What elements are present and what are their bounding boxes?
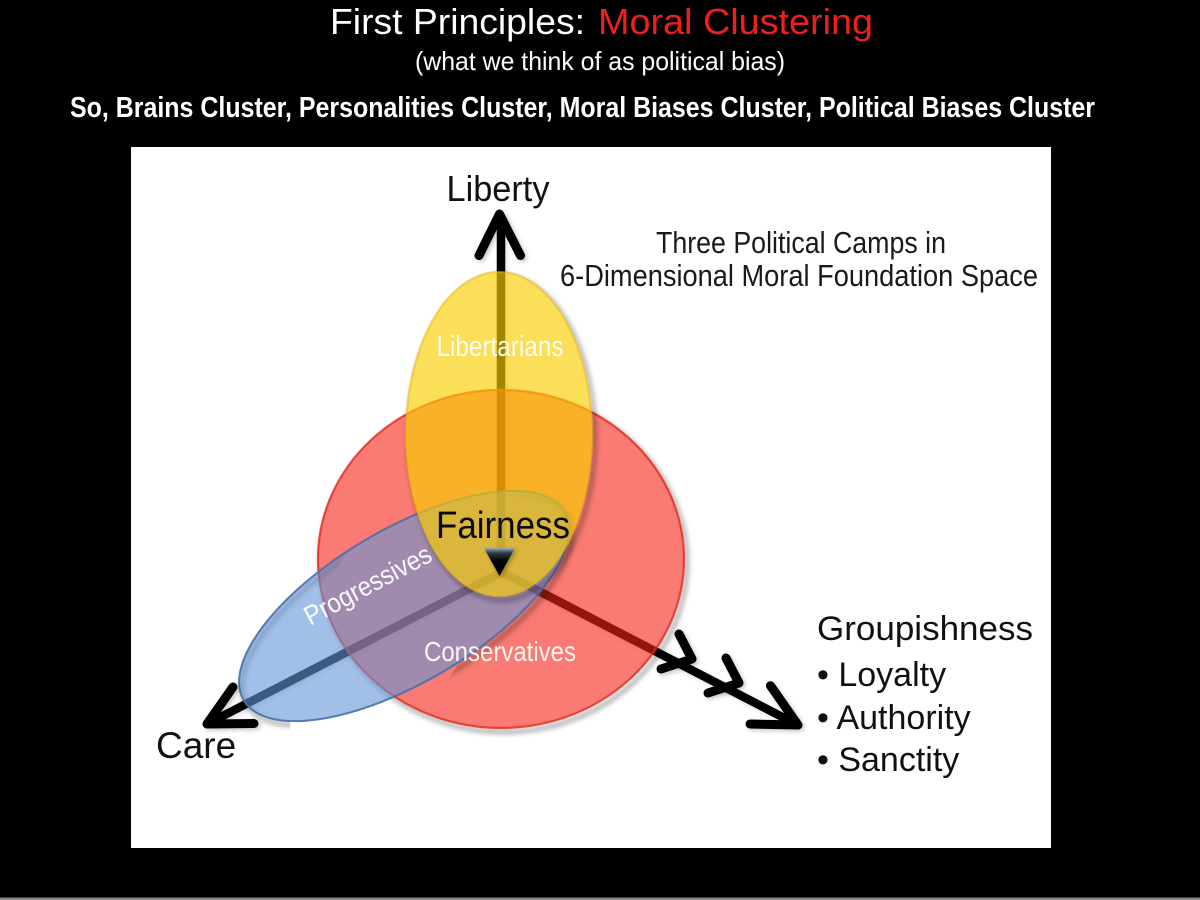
svg-text:(what we think of as political: (what we think of as political bias) xyxy=(415,46,785,76)
svg-text:Liberty: Liberty xyxy=(447,168,550,209)
svg-text:Libertarians: Libertarians xyxy=(437,331,564,363)
svg-text:So, Brains Cluster, Personalit: So, Brains Cluster, Personalities Cluste… xyxy=(70,92,1095,124)
svg-text:Three Political Camps in: Three Political Camps in xyxy=(656,225,946,260)
svg-text:Groupishness: Groupishness xyxy=(817,610,1033,648)
svg-text:6-Dimensional Moral Foundation: 6-Dimensional Moral Foundation Space xyxy=(560,258,1038,293)
svg-text:• Authority: • Authority xyxy=(817,699,971,737)
svg-text:Fairness: Fairness xyxy=(436,505,570,547)
svg-text:Care: Care xyxy=(156,725,236,766)
svg-text:First Principles:: First Principles: xyxy=(330,1,585,42)
svg-text:Moral Clustering: Moral Clustering xyxy=(598,1,873,42)
svg-text:Conservatives: Conservatives xyxy=(424,636,576,667)
svg-text:• Sanctity: • Sanctity xyxy=(817,741,959,779)
svg-text:• Loyalty: • Loyalty xyxy=(817,656,946,694)
